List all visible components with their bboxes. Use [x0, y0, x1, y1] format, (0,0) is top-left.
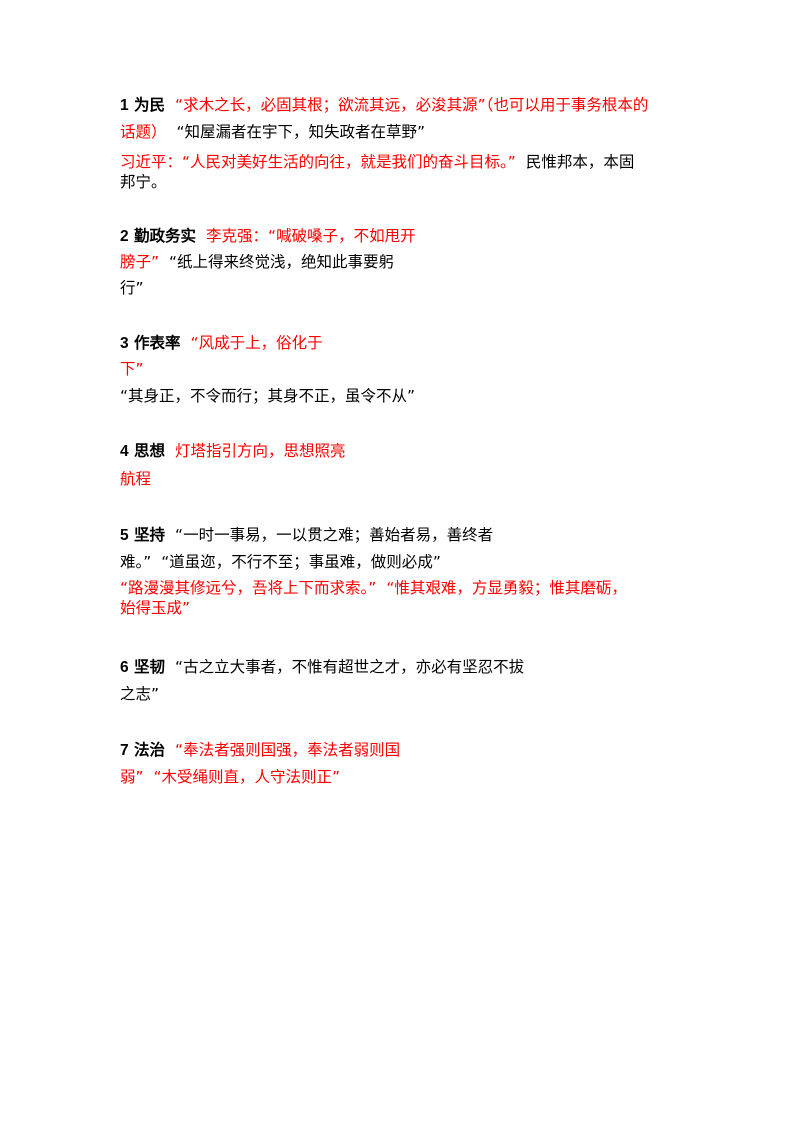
section-3-quote-1-end: 下”	[120, 360, 144, 378]
section-7-quote-1-end: 弱”	[120, 768, 144, 786]
section-3-number: 3	[120, 335, 129, 352]
section-5-quote-1-end: 难。”	[120, 553, 152, 571]
section-1-line-2: 话题） “知屋漏者在宇下，知失政者在草野”	[120, 122, 425, 142]
section-3-line-3: “其身正，不令而行；其身不正，虽令不从”	[120, 386, 415, 406]
section-2-line-1: 2 勤政务实李克强：“喊破嗓子，不如甩开	[120, 226, 416, 247]
section-6-heading: 6 坚韧	[120, 658, 165, 676]
section-2-quote-2: “纸上得来终觉浅，绝知此事要躬	[169, 253, 395, 271]
section-5-quote-4: “惟其艰难，方显勇毅；惟其磨砺，	[386, 579, 627, 597]
section-7-quote-2: “木受绳则直，人守法则正”	[153, 768, 341, 786]
section-7-number: 7	[120, 742, 129, 759]
section-1-quote-4-end: 邦宁。	[120, 173, 167, 191]
section-2-line-2: 膀子” “纸上得来终觉浅，绝知此事要躬	[120, 252, 394, 272]
section-1-line-1: 1 为民 “求木之长，必固其根；欲流其远，必浚其源”（也可以用于事务根本的	[120, 95, 648, 116]
section-1-note-end: 话题）	[120, 123, 167, 141]
section-5-line-1: 5 坚持 “一时一事易，一以贯之难；善始者易，善终者	[120, 525, 493, 546]
section-3-title: 作表率	[134, 334, 181, 352]
section-1-quote-2: “知屋漏者在宇下，知失政者在草野”	[176, 123, 426, 141]
section-6-number: 6	[120, 659, 129, 676]
section-2-quote-1: 李克强：“喊破嗓子，不如甩开	[206, 227, 416, 245]
section-5-quote-3: “路漫漫其修远兮，吾将上下而求索。”	[120, 579, 377, 597]
section-5-quote-4-end: 始得玉成”	[120, 599, 191, 617]
section-1-quote-1: “求木之长，必固其根；欲流其远，必浚其源”（也可以用于事务根本的	[175, 96, 649, 114]
section-2-title: 勤政务实	[134, 227, 197, 245]
section-3-line-1: 3 作表率 “风成于上，俗化于	[120, 333, 323, 354]
section-7-line-1: 7 法治 “奉法者强则国强，奉法者弱则国	[120, 740, 400, 761]
section-4-quote-1: 灯塔指引方向，思想照亮	[175, 442, 346, 460]
section-4-heading: 4 思想	[120, 442, 165, 460]
section-6-quote-1: “古之立大事者，不惟有超世之才，亦必有坚忍不拔	[175, 658, 525, 676]
section-2-line-3: 行”	[120, 278, 144, 298]
section-4-quote-1-end: 航程	[120, 470, 152, 488]
section-3-heading: 3 作表率	[120, 334, 181, 352]
section-5-number: 5	[120, 527, 129, 544]
section-5-quote-2: “道虽迩，不行不至；事虽难，做则必成”	[161, 553, 441, 571]
section-2-number: 2	[120, 228, 129, 245]
section-3-quote-2: “其身正，不令而行；其身不正，虽令不从”	[120, 387, 416, 405]
section-1-line-3: 习近平：“人民对美好生活的向往，就是我们的奋斗目标。” 民惟邦本，本固	[120, 152, 634, 172]
section-1-line-4: 邦宁。	[120, 172, 167, 192]
section-6-quote-1-end: 之志”	[120, 685, 160, 703]
section-6-line-1: 6 坚韧 “古之立大事者，不惟有超世之才，亦必有坚忍不拔	[120, 657, 524, 678]
section-7-title: 法治	[134, 741, 166, 759]
section-7-heading: 7 法治	[120, 741, 165, 759]
section-1-quote-4: 民惟邦本，本固	[525, 153, 635, 171]
section-5-line-4: 始得玉成”	[120, 598, 190, 618]
section-7-line-2: 弱” “木受绳则直，人守法则正”	[120, 767, 340, 787]
section-5-title: 坚持	[134, 526, 166, 544]
section-6-line-2: 之志”	[120, 684, 159, 704]
section-1-quote-3: 习近平：“人民对美好生活的向往，就是我们的奋斗目标。”	[120, 153, 516, 171]
section-7-quote-1: “奉法者强则国强，奉法者弱则国	[175, 741, 401, 759]
section-4-title: 思想	[134, 442, 166, 460]
section-4-number: 4	[120, 443, 129, 460]
section-2-heading: 2 勤政务实	[120, 227, 196, 245]
section-5-line-2: 难。” “道虽迩，不行不至；事虽难，做则必成”	[120, 552, 441, 572]
section-2-quote-2-end: 行”	[120, 279, 144, 297]
section-4-line-1: 4 思想灯塔指引方向，思想照亮	[120, 441, 346, 462]
section-1-number: 1	[120, 97, 129, 114]
section-3-line-2: 下”	[120, 359, 144, 379]
section-3-quote-1: “风成于上，俗化于	[190, 334, 323, 352]
section-1-heading: 1 为民	[120, 96, 165, 114]
section-2-quote-1-end: 膀子”	[120, 253, 160, 271]
section-5-line-3: “路漫漫其修远兮，吾将上下而求索。” “惟其艰难，方显勇毅；惟其磨砺，	[120, 578, 627, 598]
section-4-line-2: 航程	[120, 469, 151, 489]
section-5-heading: 5 坚持	[120, 526, 165, 544]
section-1-title: 为民	[134, 96, 166, 114]
section-6-title: 坚韧	[134, 658, 166, 676]
section-5-quote-1: “一时一事易，一以贯之难；善始者易，善终者	[175, 526, 494, 544]
